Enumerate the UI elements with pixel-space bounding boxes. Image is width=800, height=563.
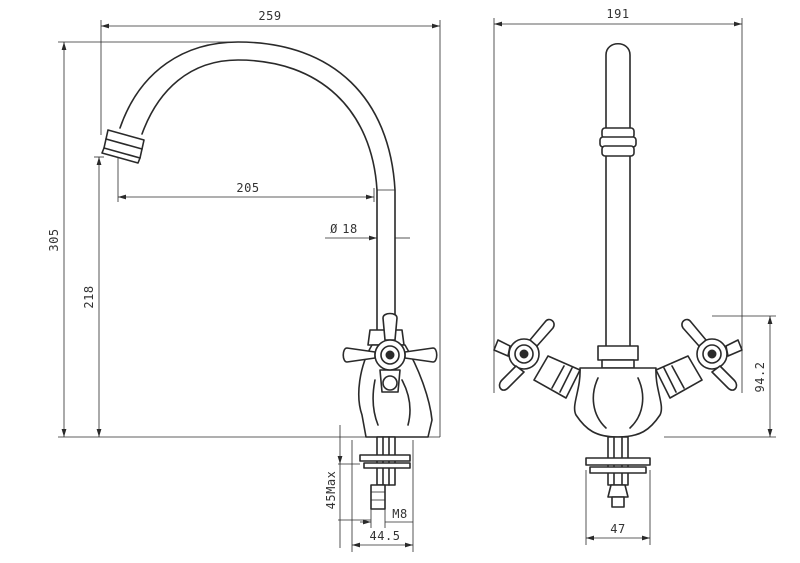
side-dimensions <box>58 20 441 552</box>
front-aerator <box>599 127 637 157</box>
aerator <box>101 129 145 164</box>
dim-label-45max: 45Max <box>324 471 338 510</box>
dim-label-218: 218 <box>82 285 96 308</box>
front-body <box>573 367 663 438</box>
valve-body <box>358 329 433 438</box>
dim-label-diameter-symbol: Ø <box>330 222 338 236</box>
side-view <box>101 41 438 510</box>
front-view <box>493 42 743 508</box>
mounting-shank-side <box>359 436 411 510</box>
left-valve-front[interactable] <box>493 318 581 399</box>
front-spout[interactable] <box>605 42 631 351</box>
spout-inner <box>141 59 378 331</box>
dim-label-94-2: 94.2 <box>753 362 767 393</box>
dim-label-m8: M8 <box>392 507 407 521</box>
mounting-shank-front <box>585 436 651 508</box>
spout-outer <box>119 41 396 331</box>
dim-label-44-5: 44.5 <box>370 529 401 543</box>
front-dimensions <box>493 18 776 545</box>
dim-label-191: 191 <box>606 7 629 21</box>
dim-label-259: 259 <box>258 9 281 23</box>
right-valve-front[interactable] <box>655 318 743 399</box>
dim-label-18: 18 <box>342 222 357 236</box>
dim-label-205: 205 <box>236 181 259 195</box>
cross-handle-side[interactable] <box>342 312 438 371</box>
dim-label-47: 47 <box>610 522 625 536</box>
dimension-labels: 259 205 Ø 18 305 218 45Max M8 44.5 191 9… <box>47 7 767 543</box>
dim-label-305: 305 <box>47 228 61 251</box>
